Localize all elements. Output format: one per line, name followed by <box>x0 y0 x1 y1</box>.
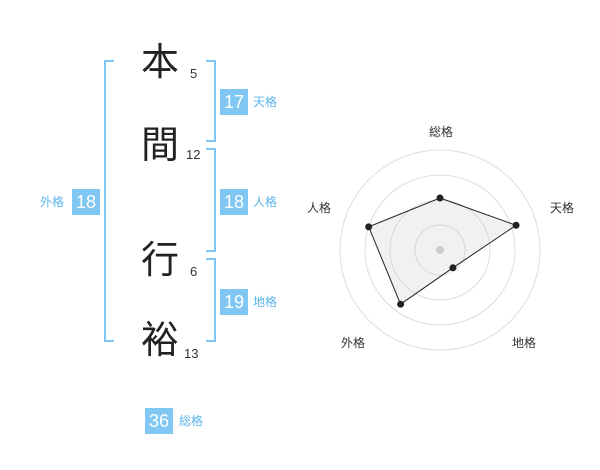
radar-axis-tenkaku: 天格 <box>550 200 574 215</box>
tenkaku-badge: 17 <box>220 89 248 115</box>
radar-center-dot <box>436 246 444 254</box>
radar-axis-gaikaku: 外格 <box>341 335 365 350</box>
name-char-2: 間 <box>140 123 179 167</box>
radar-point-1 <box>512 221 520 229</box>
stroke-count-1: 5 <box>190 66 198 81</box>
gaikaku-bracket <box>104 60 114 342</box>
radar-ring-4 <box>339 149 541 351</box>
radar-point-3 <box>397 300 405 308</box>
stroke-count-4: 13 <box>184 346 199 361</box>
gaikaku-label: 外格 <box>40 195 65 209</box>
radar-ring-1 <box>414 224 466 276</box>
radar-ring-3 <box>364 174 516 326</box>
radar-axis-jinkaku: 人格 <box>307 200 331 215</box>
stroke-count-2: 12 <box>186 147 201 162</box>
radar-axis-soukaku: 総格 <box>429 124 453 139</box>
chikaku-label: 地格 <box>253 295 278 309</box>
chikaku-bracket <box>206 258 216 342</box>
name-char-1: 本 <box>140 40 179 84</box>
stroke-count-3: 6 <box>190 264 198 279</box>
radar-point-0 <box>436 194 444 202</box>
gaikaku-badge: 18 <box>72 189 100 215</box>
radar-axis-chikaku: 地格 <box>512 335 536 350</box>
jinkaku-badge: 18 <box>220 189 248 215</box>
soukaku-badge: 36 <box>145 408 173 434</box>
name-char-3: 行 <box>140 238 179 282</box>
radar-points <box>365 194 520 308</box>
jinkaku-label: 人格 <box>253 195 278 209</box>
radar-point-2 <box>449 264 457 272</box>
chikaku-badge: 19 <box>220 289 248 315</box>
radar-point-4 <box>365 223 373 231</box>
tenkaku-bracket <box>206 60 216 142</box>
jinkaku-bracket <box>206 148 216 252</box>
tenkaku-label: 天格 <box>253 95 278 109</box>
soukaku-label: 総格 <box>179 414 204 428</box>
name-char-4: 裕 <box>140 318 179 362</box>
